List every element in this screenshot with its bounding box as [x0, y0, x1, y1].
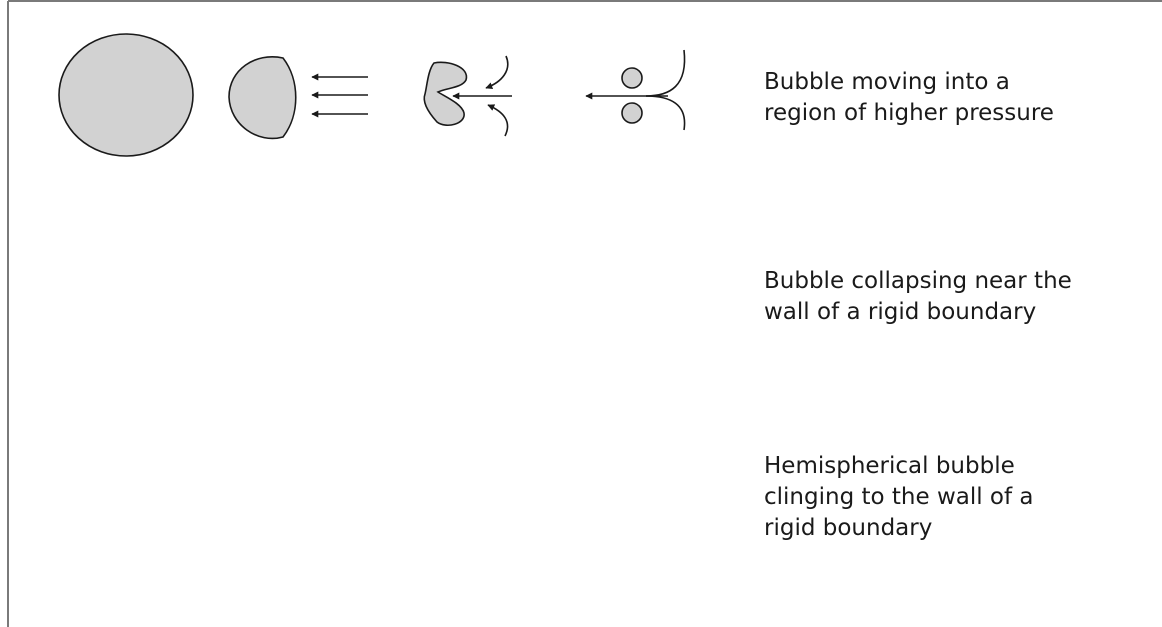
row2-label-line2: wall of a rigid boundary	[764, 297, 1072, 328]
row1-flattened-bubble	[229, 57, 296, 139]
row1-sequence	[59, 34, 685, 156]
row3-label-line2: clinging to the wall of a	[764, 482, 1034, 513]
row1-pressure-arrows	[312, 77, 368, 114]
row3-label-line3: rigid boundary	[764, 513, 1034, 544]
row3-label: Hemispherical bubble clinging to the wal…	[764, 451, 1034, 544]
row1-indented-bubble	[424, 62, 466, 125]
row2-label-line1: Bubble collapsing near the	[764, 266, 1072, 297]
row3-label-line1: Hemispherical bubble	[764, 451, 1034, 482]
row2-label: Bubble collapsing near the wall of a rig…	[764, 266, 1072, 328]
row1-split-bubbles	[586, 50, 685, 130]
row1-label-line1: Bubble moving into a	[764, 67, 1054, 98]
row1-label-line2: region of higher pressure	[764, 98, 1054, 129]
row1-label: Bubble moving into a region of higher pr…	[764, 67, 1054, 129]
row1-initial-bubble	[59, 34, 193, 156]
